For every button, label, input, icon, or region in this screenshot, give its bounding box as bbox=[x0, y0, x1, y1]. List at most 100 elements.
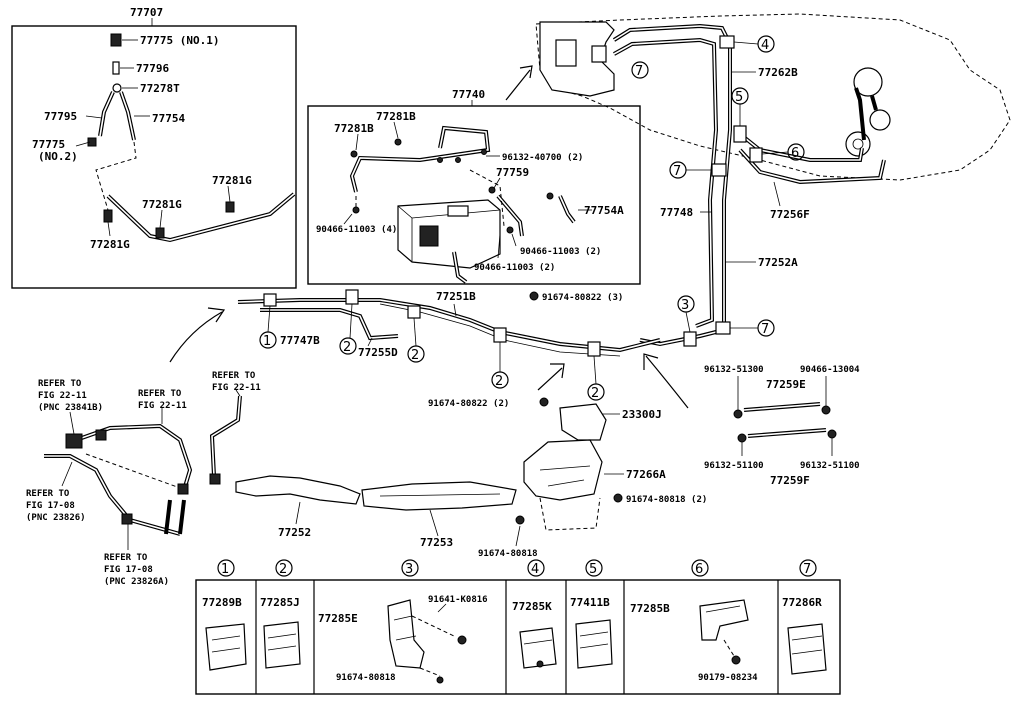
svg-text:FIG 22-11: FIG 22-11 bbox=[138, 401, 187, 411]
svg-text:REFER TO: REFER TO bbox=[138, 389, 182, 399]
svg-text:REFER TO: REFER TO bbox=[104, 553, 148, 563]
refer-note-4: REFER TO FIG 17-08 (PNC 23826) bbox=[26, 489, 86, 523]
svg-text:(PNC 23826): (PNC 23826) bbox=[26, 513, 86, 523]
part-90179-08234: 90179-08234 bbox=[698, 673, 758, 683]
clamp-on-line-7c bbox=[715, 321, 731, 335]
part-77286R: 77286R bbox=[782, 596, 822, 609]
charcoal-canister bbox=[397, 199, 501, 269]
label-77775-no2: 77775 bbox=[32, 138, 65, 151]
inset-77707-title: 77707 bbox=[130, 6, 163, 19]
tank-fitting-c bbox=[845, 131, 871, 157]
svg-text:FIG 22-11: FIG 22-11 bbox=[38, 391, 87, 401]
label-23300J: 23300J bbox=[622, 408, 662, 421]
callout-7b: 7 bbox=[669, 161, 687, 179]
part-91674-80818: 91674-80818 bbox=[336, 673, 396, 683]
clamp-77285E-drawing bbox=[387, 599, 467, 684]
svg-text:2: 2 bbox=[343, 340, 351, 355]
clamp-on-line-1 bbox=[263, 293, 277, 307]
callout-1: 1 bbox=[259, 331, 277, 349]
clamp-on-line-6 bbox=[749, 147, 763, 163]
svg-text:6: 6 bbox=[791, 146, 799, 161]
svg-text:7: 7 bbox=[761, 322, 769, 337]
tee-77278T bbox=[112, 83, 122, 93]
label-96132-40700: 96132-40700 (2) bbox=[502, 153, 583, 163]
label-77281G-a: 77281G bbox=[90, 238, 130, 251]
label-77253: 77253 bbox=[420, 536, 453, 549]
callout-2a: 2 bbox=[339, 337, 357, 355]
callout-4: 4 bbox=[757, 35, 775, 53]
callout-2d: 2 bbox=[587, 383, 605, 401]
bolt-91674-80818 bbox=[515, 515, 525, 525]
callout-6: 6 bbox=[787, 143, 805, 161]
table-header-1: 1 bbox=[217, 559, 235, 577]
refer-area: REFER TO FIG 22-11 (PNC 23841B) REFER TO… bbox=[26, 371, 261, 587]
callout-7a: 7 bbox=[631, 61, 649, 79]
label-96132-51100-b: 96132-51100 bbox=[800, 461, 860, 471]
part-77285J: 77285J bbox=[260, 596, 300, 609]
refer-note-5: REFER TO FIG 17-08 (PNC 23826A) bbox=[104, 553, 169, 587]
clamp-on-line-2b bbox=[407, 305, 421, 319]
bracket-77266A bbox=[523, 439, 603, 501]
label-96132-51100-a: 96132-51100 bbox=[704, 461, 764, 471]
svg-text:REFER TO: REFER TO bbox=[212, 371, 256, 381]
callout-3: 3 bbox=[677, 295, 695, 313]
label-77256F: 77256F bbox=[770, 208, 810, 221]
label-77775-no1: 77775 (NO.1) bbox=[140, 34, 219, 47]
svg-text:4: 4 bbox=[761, 38, 769, 53]
svg-text:2: 2 bbox=[279, 562, 287, 577]
clamp-77281G-b bbox=[155, 227, 165, 239]
label-96132-51300: 96132-51300 bbox=[704, 365, 764, 375]
bolt-91674-80822-3 bbox=[529, 291, 539, 301]
inset-77740: 77740 bbox=[307, 88, 641, 285]
cover-77253 bbox=[361, 481, 517, 511]
label-90466-11003-2a: 90466-11003 (2) bbox=[520, 247, 601, 257]
clamp-77289B-drawing bbox=[205, 623, 247, 671]
part-77289B: 77289B bbox=[202, 596, 242, 609]
table-header-3: 3 bbox=[401, 559, 419, 577]
clamp-77281B-b bbox=[394, 138, 402, 146]
label-77281B-b: 77281B bbox=[376, 110, 416, 123]
tank-fitting-a bbox=[853, 67, 883, 97]
svg-text:5: 5 bbox=[589, 562, 597, 577]
label-91674-80818: 91674-80818 bbox=[478, 549, 538, 559]
main-fuel-lines bbox=[237, 23, 886, 357]
connector-77775-no2 bbox=[87, 137, 97, 147]
hoses-77259: 96132-51300 90466-13004 77259E 96132-511… bbox=[704, 365, 860, 487]
part-77285E: 77285E bbox=[318, 612, 358, 625]
clamp-on-line-2c bbox=[493, 327, 507, 343]
inset-77707: 77707 77775 (NO.1) 77796 77278T 77754 77… bbox=[11, 6, 297, 289]
part-77411B: 77411B bbox=[570, 596, 610, 609]
clamp-77281G-a bbox=[103, 209, 113, 223]
svg-text:FIG 17-08: FIG 17-08 bbox=[26, 501, 75, 511]
label-77255D: 77255D bbox=[358, 346, 398, 359]
label-77754A: 77754A bbox=[584, 204, 624, 217]
clamp-on-line-2a bbox=[345, 289, 359, 305]
label-77266A: 77266A bbox=[626, 468, 666, 481]
svg-text:(PNC 23841B): (PNC 23841B) bbox=[38, 403, 103, 413]
part-91641-K0816: 91641-K0816 bbox=[428, 595, 488, 605]
fuel-pump-assembly bbox=[235, 403, 607, 531]
clamp-77286R-drawing bbox=[787, 623, 827, 675]
clamp-on-line-3 bbox=[683, 331, 697, 347]
svg-text:7: 7 bbox=[803, 562, 811, 577]
callout-2c: 2 bbox=[491, 371, 509, 389]
body-outline bbox=[535, 13, 1011, 181]
callout-5: 5 bbox=[731, 87, 749, 105]
svg-text:REFER TO: REFER TO bbox=[26, 489, 70, 499]
label-77259E: 77259E bbox=[766, 378, 806, 391]
label-91674-80822-2: 91674-80822 (2) bbox=[428, 399, 509, 409]
label-77262B: 77262B bbox=[758, 66, 798, 79]
callout-2b: 2 bbox=[407, 345, 425, 363]
svg-text:3: 3 bbox=[405, 562, 413, 577]
connector-77775-no1 bbox=[110, 33, 122, 47]
svg-text:6: 6 bbox=[695, 562, 703, 577]
svg-text:FIG 22-11: FIG 22-11 bbox=[212, 383, 261, 393]
label-77281B-a: 77281B bbox=[334, 122, 374, 135]
label-77747B: 77747B bbox=[280, 334, 320, 347]
clamp-77411B-drawing bbox=[575, 619, 613, 669]
label-77252A: 77252A bbox=[758, 256, 798, 269]
callout-7c: 7 bbox=[757, 319, 775, 337]
hose-77796 bbox=[112, 61, 120, 75]
svg-text:1: 1 bbox=[221, 562, 229, 577]
